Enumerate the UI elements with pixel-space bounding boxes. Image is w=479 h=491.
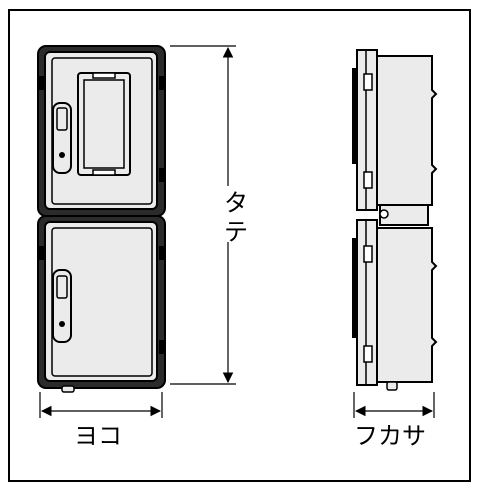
width-label: ヨコ: [74, 422, 122, 450]
dimension-lines: [39, 45, 435, 418]
lower-door-handle[interactable]: [52, 269, 72, 343]
upper-cabinet-side: [352, 49, 438, 211]
lower-cabinet-side: [352, 219, 438, 391]
height-label-char-1: タ: [224, 189, 248, 217]
inspection-window: [77, 72, 131, 176]
upper-door-handle[interactable]: [52, 102, 72, 174]
front-view: [37, 45, 166, 393]
lower-cabinet-front: [37, 215, 166, 393]
side-view: [352, 49, 438, 391]
drawing-frame: [8, 9, 471, 482]
height-label-char-2: テ: [224, 218, 248, 246]
side-joint: [379, 204, 429, 226]
upper-cabinet-front: [37, 45, 166, 217]
depth-label: フカサ: [354, 422, 426, 450]
